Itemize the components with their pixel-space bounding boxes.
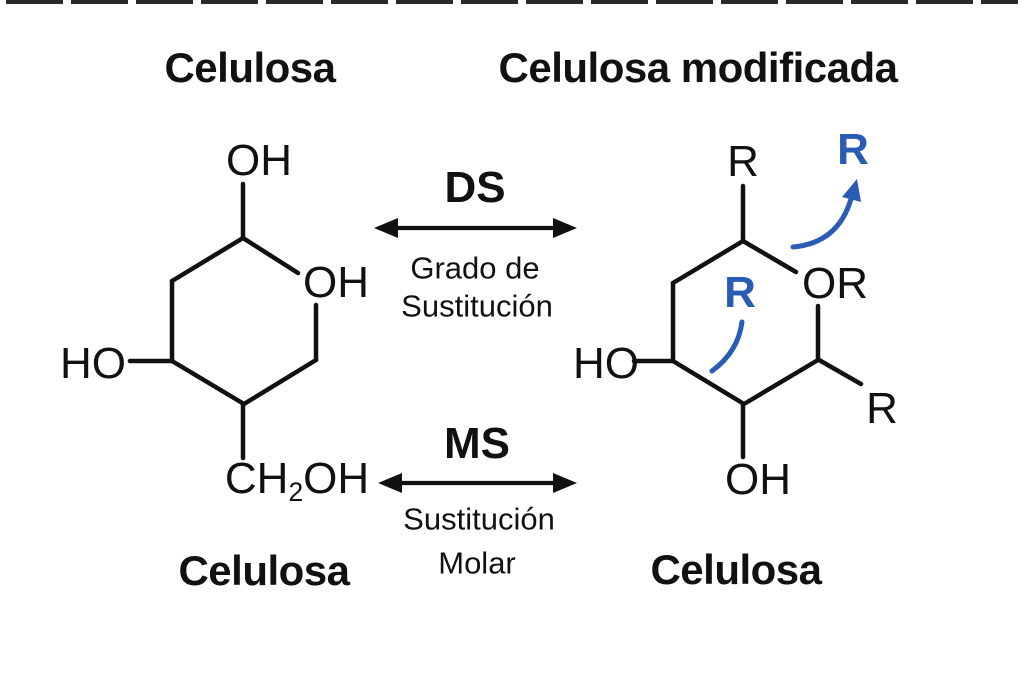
ds-arrowhead-right [553, 218, 577, 238]
bond-line [740, 238, 799, 275]
blue-arrow-curve [790, 196, 854, 250]
right-r-top-label: R [727, 137, 759, 186]
right-caption-cellulose: Celulosa [650, 546, 822, 593]
ms-arrowhead-right [553, 473, 577, 493]
left-ho-label: HO [60, 339, 126, 388]
blue-arrowhead [842, 179, 861, 202]
ms-description-line1: Sustitución [403, 501, 555, 537]
ds-abbreviation: DS [444, 163, 506, 212]
bond-line [670, 238, 746, 286]
right-or-ring-label: OR [802, 259, 868, 308]
left-ch2oh-label: CH2OH [224, 453, 370, 507]
bond-line [241, 357, 319, 407]
right-ho-label: HO [573, 339, 639, 388]
ms-abbreviation: MS [444, 419, 510, 468]
right-oh-bottom-label: OH [725, 455, 791, 504]
right-r-right-label: R [866, 384, 898, 433]
ms-double-arrow [378, 473, 577, 493]
ms-arrowhead-left [378, 473, 402, 493]
bond-line [169, 358, 247, 407]
right-r-new-mid-label: R [724, 268, 756, 317]
ds-arrowhead-left [374, 218, 398, 238]
blue-substitution-arc [709, 319, 745, 374]
ms-description-line2: Molar [438, 545, 516, 581]
ch2oh-subscript: 2 [288, 476, 304, 507]
left-ring-bonds [127, 181, 319, 461]
bond-line [816, 357, 864, 387]
ch2oh-prefix: CH [224, 453, 289, 503]
ds-description-line2: Sustitución [401, 288, 553, 324]
left-oh-top-label: OH [226, 136, 292, 185]
bond-line [741, 357, 821, 407]
left-oh-ring-label: OH [303, 258, 369, 307]
bond-line [670, 358, 747, 407]
bond-line [240, 235, 301, 276]
ds-description-line1: Grado de [410, 250, 540, 286]
ch2oh-suffix: OH [303, 453, 370, 503]
bond-line [169, 235, 246, 284]
right-ring-bonds [631, 183, 864, 460]
ds-double-arrow [374, 218, 577, 238]
heading-cellulose: Celulosa [164, 44, 336, 91]
cropped-text-artifact [6, 0, 1018, 4]
heading-modified-cellulose: Celulosa modificada [498, 44, 898, 91]
blue-substitution-arrow [790, 179, 861, 250]
right-r-new-top-label: R [837, 125, 869, 174]
left-caption-cellulose: Celulosa [178, 547, 350, 594]
